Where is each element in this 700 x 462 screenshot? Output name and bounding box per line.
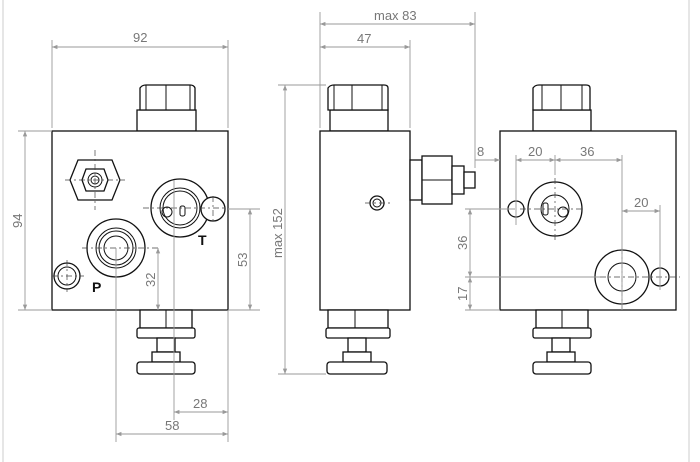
dim-port-t-offset: 28 [193,396,207,411]
dim-max-depth: max 83 [374,8,417,23]
dim-port-p-height: 32 [143,273,158,287]
adjust-knob-side [326,361,388,375]
port-t [143,178,226,238]
front-view: P T 92 94 53 32 28 58 [10,30,260,442]
side-view: max 83 47 max 152 [270,8,476,375]
dim-port-t-height: 53 [235,253,250,267]
hex-plug-icon [65,150,125,210]
valve-body-side [319,130,411,311]
side-fitting [409,155,476,205]
dim-vertical-spacing: 36 [455,236,470,250]
port-p-label: P [92,279,101,295]
port-t-label: T [198,232,207,248]
dim-hole-spacing-2: 36 [580,144,594,159]
dim-hole-spacing-3: 20 [634,195,648,210]
top-plug-hex [139,84,196,111]
dim-hole-spacing-1: 20 [528,144,542,159]
dim-width: 92 [133,30,147,45]
dim-port-p-offset: 58 [165,418,179,433]
adjust-knob [136,361,196,375]
dim-bottom-offset: 17 [455,287,470,301]
dim-body-depth: 47 [357,31,371,46]
top-plug-stem [136,109,197,132]
dim-edge-offset: 8 [477,144,484,159]
bottom-washer [136,327,196,339]
top-plug-hex [327,84,389,111]
dim-max-height: max 152 [270,208,285,258]
dim-height: 94 [10,214,25,228]
back-view: 8 20 36 20 36 17 [455,84,680,375]
